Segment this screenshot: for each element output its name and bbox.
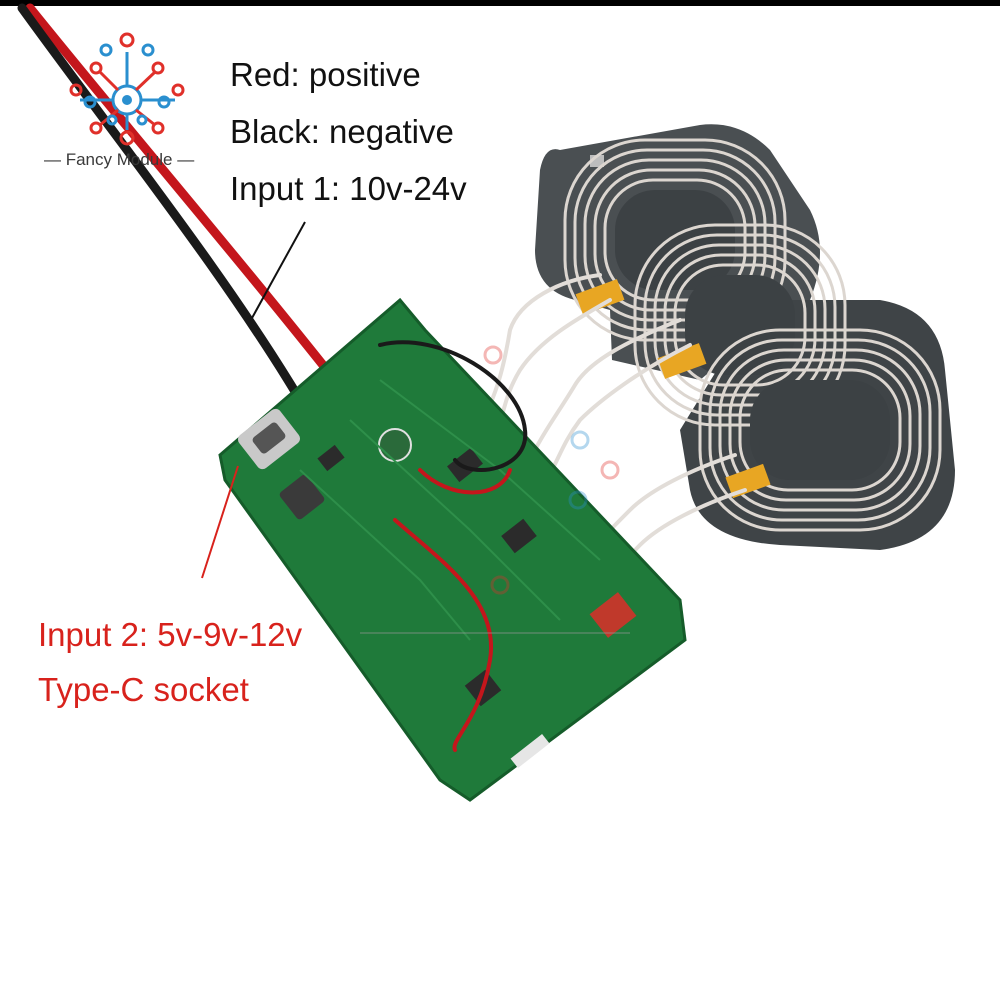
top-border bbox=[0, 0, 1000, 6]
input-wires bbox=[17, 3, 343, 415]
watermark-marks bbox=[360, 345, 630, 634]
red-wire-label: Red: positive bbox=[230, 56, 421, 93]
board-jumper-wires bbox=[378, 340, 528, 752]
logo-text: — Fancy Module — bbox=[44, 150, 195, 169]
pointer-lines bbox=[201, 221, 306, 579]
pcb-board bbox=[218, 297, 687, 802]
typec-socket bbox=[238, 408, 300, 470]
fancy-module-logo bbox=[69, 32, 185, 146]
input2-label: Input 2: 5v-9v-12v bbox=[38, 616, 303, 653]
input1-label: Input 1: 10v-24v bbox=[230, 170, 467, 207]
typec-label: Type-C socket bbox=[38, 671, 249, 708]
coil-tape bbox=[575, 279, 771, 499]
charging-coils bbox=[563, 138, 942, 532]
black-wire-label: Black: negative bbox=[230, 113, 454, 150]
